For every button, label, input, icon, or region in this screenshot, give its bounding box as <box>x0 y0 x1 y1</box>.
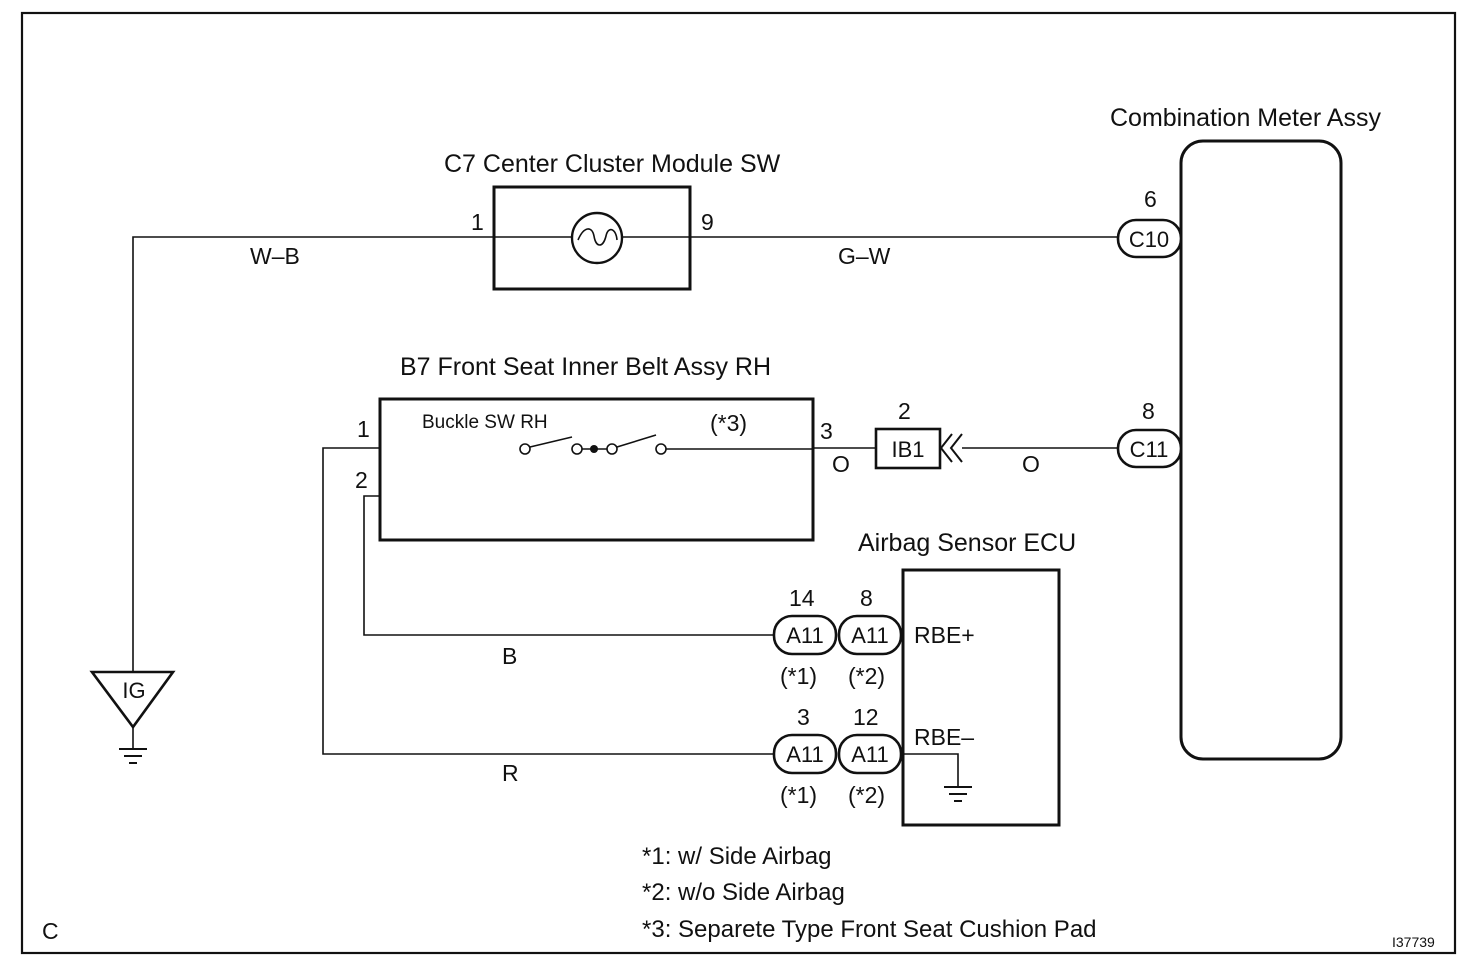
ig-label: IG <box>122 678 145 703</box>
switch-contact-icon <box>606 443 618 455</box>
connector-arrow-icon <box>939 433 963 463</box>
ecu-terminal-rbe-minus: RBE– <box>914 724 974 750</box>
ib1-shell <box>874 427 942 470</box>
connector-c11: 8 C11 <box>1116 398 1183 469</box>
switch-contact-icon <box>519 443 531 455</box>
a11-r-side-label: A11 <box>786 742 824 767</box>
b7-front-seat-inner-belt-assy-rh: B7 Front Seat Inner Belt Assy RH Buckle … <box>355 353 833 542</box>
switch-contact-icon <box>571 443 583 455</box>
meter-title: Combination Meter Assy <box>1110 104 1381 132</box>
bulb-filament-icon <box>577 228 618 246</box>
c7-title: C7 Center Cluster Module SW <box>444 150 781 178</box>
wire-w-b <box>132 236 494 672</box>
wire-label-b: B <box>502 643 517 669</box>
footnote-3: *3: Separete Type Front Seat Cushion Pad <box>642 916 1097 943</box>
a11-r-noside-label: A11 <box>851 742 889 767</box>
c10-label: C10 <box>1129 227 1169 252</box>
b7-pin-3: 3 <box>820 418 833 444</box>
connector-a11-r-no-side-airbag: 12 A11 (*2) <box>837 704 903 808</box>
a11-r-noside-pin: 12 <box>853 704 879 730</box>
footnotes: *1: w/ Side Airbag *2: w/o Side Airbag *… <box>642 843 1097 943</box>
b7-note: (*3) <box>710 410 747 436</box>
c10-shell <box>1116 218 1183 259</box>
wire-label-w-b: W–B <box>250 243 300 269</box>
a11-r-side-note: (*1) <box>780 782 817 808</box>
connector-ib1: 2 IB1 <box>874 398 963 470</box>
c11-pin: 8 <box>1142 398 1155 424</box>
ecu-box <box>901 568 1061 827</box>
c10-pin: 6 <box>1144 186 1157 212</box>
connector-a11-r-side-airbag: 3 A11 (*1) <box>772 704 838 808</box>
connector-c10: 6 C10 <box>1116 186 1183 259</box>
wire-label-o-right: O <box>1022 451 1040 477</box>
ecu-terminal-rbe-plus: RBE+ <box>914 622 975 648</box>
a11-b-noside-note: (*2) <box>848 663 885 689</box>
a11-b-noside-shell <box>837 614 903 656</box>
c11-shell <box>1116 428 1183 469</box>
a11-b-side-note: (*1) <box>780 663 817 689</box>
b7-pin-1: 1 <box>357 416 370 442</box>
junction-dot-icon <box>590 445 598 453</box>
a11-b-side-shell <box>772 614 838 656</box>
footnote-1: *1: w/ Side Airbag <box>642 843 831 870</box>
bulb-icon <box>570 211 624 265</box>
figure-code: I37739 <box>1392 934 1435 950</box>
switch-blade-icon <box>616 434 657 448</box>
connector-a11-b-no-side-airbag: 8 A11 (*2) <box>837 585 903 689</box>
ecu-ground-wire <box>903 753 959 786</box>
ib1-pin: 2 <box>898 398 911 424</box>
switch-contact-icon <box>655 443 667 455</box>
wire-label-r: R <box>502 760 519 786</box>
a11-r-side-shell <box>772 733 838 775</box>
a11-r-side-pin: 3 <box>797 704 810 730</box>
a11-r-noside-shell <box>837 733 903 775</box>
a11-b-noside-label: A11 <box>851 623 889 648</box>
switch-blade-icon <box>529 436 573 448</box>
wire-label-o-left: O <box>832 451 850 477</box>
ib1-label: IB1 <box>891 437 924 462</box>
connector-a11-b-side-airbag: 14 A11 (*1) <box>772 585 838 689</box>
a11-b-noside-pin: 8 <box>860 585 873 611</box>
diagram-frame <box>20 11 1457 955</box>
c7-pin-9: 9 <box>701 209 714 235</box>
b7-title: B7 Front Seat Inner Belt Assy RH <box>400 353 771 381</box>
wire-label-g-w: G–W <box>838 243 891 269</box>
b7-pin-2: 2 <box>355 467 368 493</box>
a11-r-noside-note: (*2) <box>848 782 885 808</box>
c7-center-cluster-module-sw: C7 Center Cluster Module SW 1 9 <box>444 150 781 291</box>
ecu-title: Airbag Sensor ECU <box>858 529 1076 557</box>
b7-box <box>378 397 815 542</box>
a11-b-side-pin: 14 <box>789 585 815 611</box>
c11-label: C11 <box>1130 437 1169 462</box>
a11-b-side-label: A11 <box>786 623 824 648</box>
ig-triangle-icon <box>89 670 176 730</box>
ig-source: IG <box>89 670 176 764</box>
buckle-switch-label: Buckle SW RH <box>422 412 548 433</box>
footnote-2: *2: w/o Side Airbag <box>642 879 845 906</box>
corner-letter: C <box>42 918 59 944</box>
meter-box <box>1179 139 1343 761</box>
c7-pin-1: 1 <box>471 209 484 235</box>
airbag-sensor-ecu: Airbag Sensor ECU RBE+ RBE– <box>858 529 1076 827</box>
